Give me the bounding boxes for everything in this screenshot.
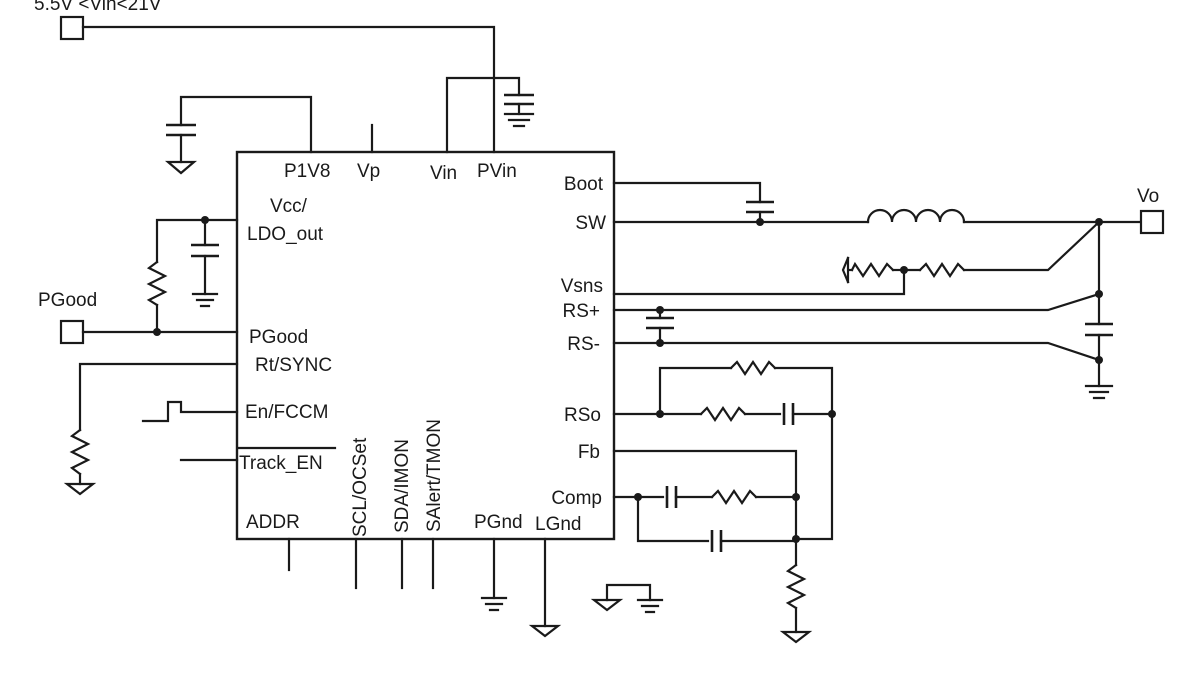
- lgnd-ground: [528, 537, 562, 638]
- pin-label-vsns: Vsns: [561, 276, 603, 297]
- pin-label-addr: ADDR: [246, 512, 300, 533]
- pin-label-rs-plus: RS+: [563, 301, 601, 322]
- pin-label-rt-sync: Rt/SYNC: [255, 355, 332, 376]
- vin-input-port: [59, 15, 85, 41]
- pgnd-ground: [480, 537, 508, 612]
- pgood-port: [59, 319, 85, 345]
- pin-label-boot: Boot: [564, 174, 604, 195]
- pin-label-pvin: PVin: [477, 161, 517, 182]
- pin-label-pgnd: PGnd: [474, 512, 523, 533]
- rso-feedback-network: [612, 360, 836, 541]
- pin-label-track-en: Track_EN: [239, 453, 323, 474]
- pin-label-fb: Fb: [578, 442, 600, 463]
- ground-tie-symbol: [590, 583, 664, 614]
- input-voltage-range-label: 5.5V <Vin<21V: [34, 0, 162, 15]
- pin-label-sda-imon: SDA/IMON: [392, 439, 413, 533]
- vcc-ldo-network: [146, 216, 239, 334]
- p1v8-capacitor: [164, 95, 313, 175]
- pin-label-scl-ocset: SCL/OCSet: [350, 437, 371, 537]
- pgood-port-label: PGood: [38, 290, 97, 311]
- pin-label-rs-minus: RS-: [567, 334, 600, 355]
- pin-label-en-fccm: En/FCCM: [245, 402, 328, 423]
- pin-label-pgood: PGood: [249, 327, 308, 348]
- en-fccm-step-signal: [141, 400, 239, 423]
- vin-rail-wire: [81, 25, 496, 154]
- pin-label-vp: Vp: [357, 161, 380, 182]
- pin-label-sw: SW: [575, 213, 606, 234]
- remote-sense-network: [612, 220, 1114, 400]
- output-inductor: [612, 208, 1143, 226]
- pin-label-lgnd: LGnd: [535, 514, 581, 535]
- pin-label-ldo-out: LDO_out: [247, 224, 324, 245]
- fb-comp-compensation-network: [612, 449, 813, 644]
- boot-capacitor: [612, 181, 774, 226]
- pin-label-vin: Vin: [430, 163, 457, 184]
- vo-port-label: Vo: [1137, 186, 1159, 207]
- vo-output-port: [1139, 209, 1165, 235]
- pin-label-p1v8: P1V8: [284, 161, 330, 182]
- pin-label-salert-tmon: SAlert/TMON: [424, 419, 445, 532]
- rt-sync-resistor: [63, 362, 239, 496]
- pgood-wire: [81, 328, 239, 336]
- pin-label-rso: RSo: [564, 405, 601, 426]
- pin-label-vcc: Vcc/: [270, 196, 308, 217]
- current-sense-rc-network: [612, 220, 1101, 296]
- vin-decoupling-capacitor: [492, 76, 535, 128]
- pin-label-comp: Comp: [551, 488, 602, 509]
- controller-chip: [235, 150, 616, 541]
